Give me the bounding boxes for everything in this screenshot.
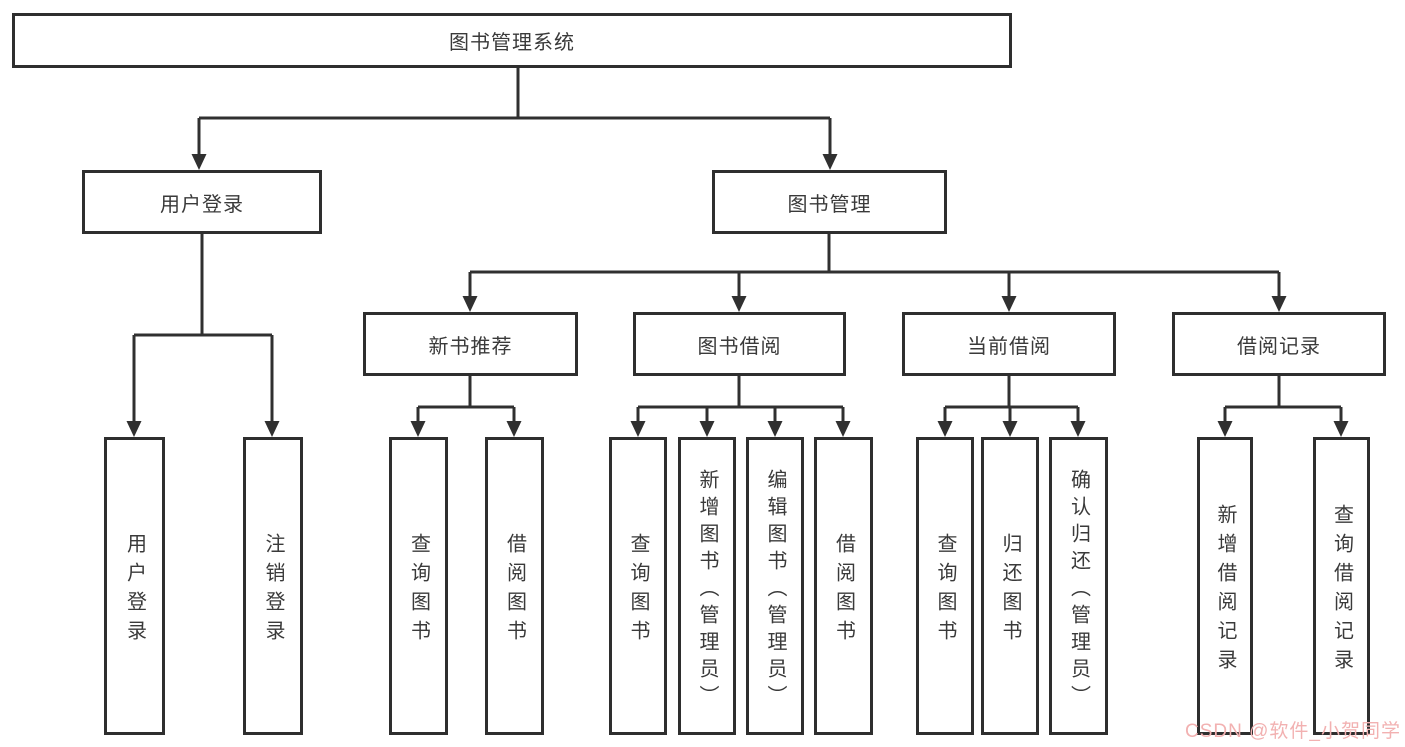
node-book-management: 图书管理 [712,170,947,234]
leaf-query-books-current-label: 查询图书 [934,532,956,649]
leaf-logout: 注销登录 [243,437,303,735]
leaf-user-login-label: 用户登录 [123,532,146,649]
leaf-query-books-recommend: 查询图书 [389,437,448,735]
csdn-watermark: CSDN @软件_小贺同学 [1185,721,1401,742]
leaf-borrow-books-borrowing: 借阅图书 [814,437,873,735]
node-root-system: 图书管理系统 [12,13,1012,68]
leaf-query-books-recommend-label: 查询图书 [407,532,430,649]
leaf-logout-label: 注销登录 [262,532,284,649]
leaf-query-books-borrowing: 查询图书 [609,437,667,735]
leaf-query-borrow-record: 查询借阅记录 [1313,437,1370,735]
leaf-borrow-books-borrowing-label: 借阅图书 [832,532,855,649]
node-book-borrowing: 图书借阅 [633,312,846,376]
leaf-borrow-books-recommend: 借阅图书 [485,437,544,735]
leaf-edit-book-admin-label: 编辑图书（管理员） [764,469,786,712]
leaf-query-books-borrowing-label: 查询图书 [627,532,649,649]
arrowheads [126,154,1349,437]
leaf-return-book: 归还图书 [981,437,1039,735]
leaf-confirm-return-admin: 确认归还（管理员） [1049,437,1108,735]
leaf-add-book-admin: 新增图书（管理员） [678,437,736,735]
node-current-borrowing: 当前借阅 [902,312,1116,376]
leaf-borrow-books-recommend-label: 借阅图书 [503,532,526,649]
leaf-confirm-return-admin-label: 确认归还（管理员） [1067,469,1090,712]
leaf-add-borrow-record: 新增借阅记录 [1197,437,1253,735]
leaf-add-book-admin-label: 新增图书（管理员） [696,469,718,712]
leaf-user-login: 用户登录 [104,437,165,735]
leaf-edit-book-admin: 编辑图书（管理员） [746,437,804,735]
leaf-add-borrow-record-label: 新增借阅记录 [1214,503,1236,678]
node-borrowing-records: 借阅记录 [1172,312,1386,376]
node-new-book-recommend: 新书推荐 [363,312,578,376]
leaf-return-book-label: 归还图书 [999,532,1021,649]
node-user-login: 用户登录 [82,170,322,234]
leaf-query-borrow-record-label: 查询借阅记录 [1330,503,1353,678]
leaf-query-books-current: 查询图书 [916,437,974,735]
